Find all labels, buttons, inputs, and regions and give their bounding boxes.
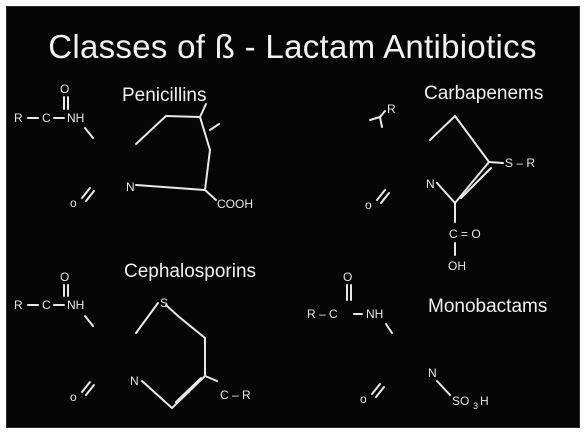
- monobactam-structure: O R – C NH o N SO 3 H: [307, 270, 489, 411]
- pen-ring-oxygen: o: [70, 196, 77, 210]
- cephalosporin-structure: O R C NH o N S C – R: [14, 270, 251, 410]
- carb-side-bond-b: [369, 116, 381, 121]
- mono-so: SO: [452, 394, 469, 408]
- carb-c-eq-o: C = O: [449, 227, 481, 241]
- carb-double-bond: [460, 167, 492, 199]
- penicillin-structure: O R C NH o N COOH: [14, 82, 253, 211]
- ceph-sulfur: S: [160, 296, 168, 310]
- carb-ring-oxygen: o: [365, 198, 372, 212]
- pen-methyl-a: [199, 103, 207, 118]
- carb-lactam-co-a: [376, 189, 386, 201]
- mono-sub-3: 3: [473, 401, 478, 411]
- carb-side-bond-a: [379, 110, 386, 118]
- mono-lactam-co-b: [375, 386, 385, 398]
- ceph-r-group: R: [14, 298, 23, 312]
- ceph-oxygen: O: [60, 270, 69, 284]
- carbapenem-structure: R o N S – R C = O OH: [365, 102, 535, 273]
- ceph-ring-left: [135, 302, 159, 334]
- mono-oxygen: O: [343, 270, 352, 284]
- ceph-ring-oxygen: o: [70, 390, 77, 404]
- pen-nh: NH: [67, 111, 84, 125]
- mono-nh: NH: [366, 307, 383, 321]
- carb-side-bond-c: [379, 116, 383, 128]
- carb-s-bond: [488, 161, 504, 164]
- pen-methyl-b: [209, 123, 220, 131]
- carb-s-r: S – R: [505, 156, 535, 170]
- label-carbapenems: Carbapenems: [424, 83, 544, 104]
- mono-n-so3h-bond: [436, 380, 451, 396]
- mono-lactam-co-a: [371, 383, 381, 395]
- ceph-nh: NH: [67, 298, 84, 312]
- pen-lactam-co-a: [81, 187, 91, 199]
- carb-ring: [429, 114, 491, 205]
- pen-cooh: COOH: [217, 197, 253, 211]
- pen-lactam-co-b: [85, 190, 95, 202]
- ceph-lactam-co-b: [85, 384, 95, 396]
- label-cephalosporins: Cephalosporins: [124, 261, 257, 282]
- label-monobactams: Monobactams: [428, 296, 548, 317]
- pen-r-group: R: [14, 111, 23, 125]
- ceph-nh-link: [84, 315, 94, 327]
- ceph-ring-right: [141, 304, 206, 410]
- pen-cooh-bond: [204, 189, 217, 201]
- mono-nitrogen: N: [428, 366, 437, 380]
- label-penicillins: Penicillins: [122, 85, 207, 106]
- ceph-double-bond: [175, 377, 202, 403]
- slide-title: Classes of ß - Lactam Antibiotics: [48, 28, 537, 65]
- carb-oh: OH: [448, 259, 466, 273]
- pen-nitrogen: N: [126, 180, 135, 194]
- pen-oxygen: O: [60, 82, 69, 96]
- slide-background: [6, 6, 580, 428]
- pen-nh-link: [84, 127, 94, 139]
- carb-nitrogen: N: [426, 177, 435, 191]
- ceph-lactam-co-a: [81, 381, 91, 393]
- ceph-carbon: C: [42, 298, 51, 312]
- pen-carbon: C: [42, 111, 51, 125]
- mono-r-c: R – C: [307, 307, 338, 321]
- carb-r-group: R: [387, 102, 396, 116]
- mono-h: H: [480, 394, 489, 408]
- mono-nh-link: [385, 323, 393, 334]
- pen-ring: [135, 114, 212, 192]
- ceph-nitrogen: N: [130, 374, 139, 388]
- carb-lactam-co-b: [380, 192, 390, 204]
- mono-ring-oxygen: o: [360, 392, 367, 406]
- ceph-c-r: C – R: [220, 388, 251, 402]
- ceph-cr-bond: [204, 375, 218, 382]
